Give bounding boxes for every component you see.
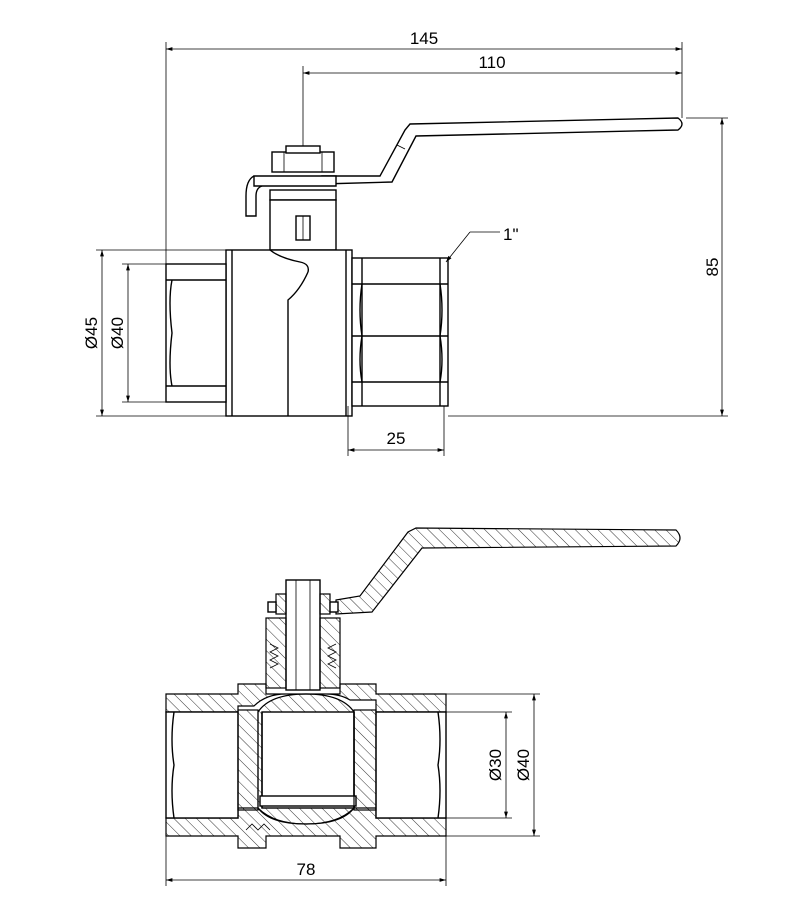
top-view: 145 110: [82, 29, 728, 456]
section-view: Ø30 Ø40 78: [165, 527, 681, 886]
section-handle: [335, 527, 681, 615]
dim-thread-length-label: 25: [387, 429, 406, 448]
left-end-fitting: [165, 263, 227, 403]
section-stem-assembly: [265, 579, 341, 691]
valve-body: [225, 249, 353, 417]
dim-section-body-length-label: 78: [297, 860, 316, 879]
dim-handle-length: 110: [302, 53, 682, 156]
dim-height: 85: [448, 117, 728, 417]
dim-section-outer-diameter: Ø40: [446, 693, 540, 837]
section-ball: [237, 693, 377, 825]
dim-thread-length: 25: [347, 406, 445, 456]
section-end-bores: [165, 711, 447, 819]
dim-body-diameter: Ø40: [108, 263, 166, 403]
dim-section-bore-label: Ø30: [486, 749, 505, 781]
handle-lever: [321, 117, 683, 185]
dim-overall-length: 145: [165, 29, 683, 265]
dim-handle-length-label: 110: [478, 53, 505, 72]
stem-nut: [245, 145, 337, 217]
dim-body-diameter-label: Ø40: [108, 317, 127, 349]
dim-outer-diameter-label: Ø45: [82, 317, 101, 349]
thread-size-label: 1": [503, 225, 519, 244]
dim-section-body-length: 78: [165, 836, 447, 886]
dim-outer-diameter: Ø45: [82, 249, 226, 417]
dim-section-outer-label: Ø40: [514, 749, 533, 781]
gland-housing: [269, 189, 337, 251]
dim-height-label: 85: [703, 258, 722, 277]
thread-size-callout: 1": [445, 225, 519, 263]
dim-section-bore-diameter: Ø30: [446, 711, 512, 819]
right-hex-fitting: [351, 257, 449, 407]
dim-overall-length-label: 145: [410, 29, 438, 48]
